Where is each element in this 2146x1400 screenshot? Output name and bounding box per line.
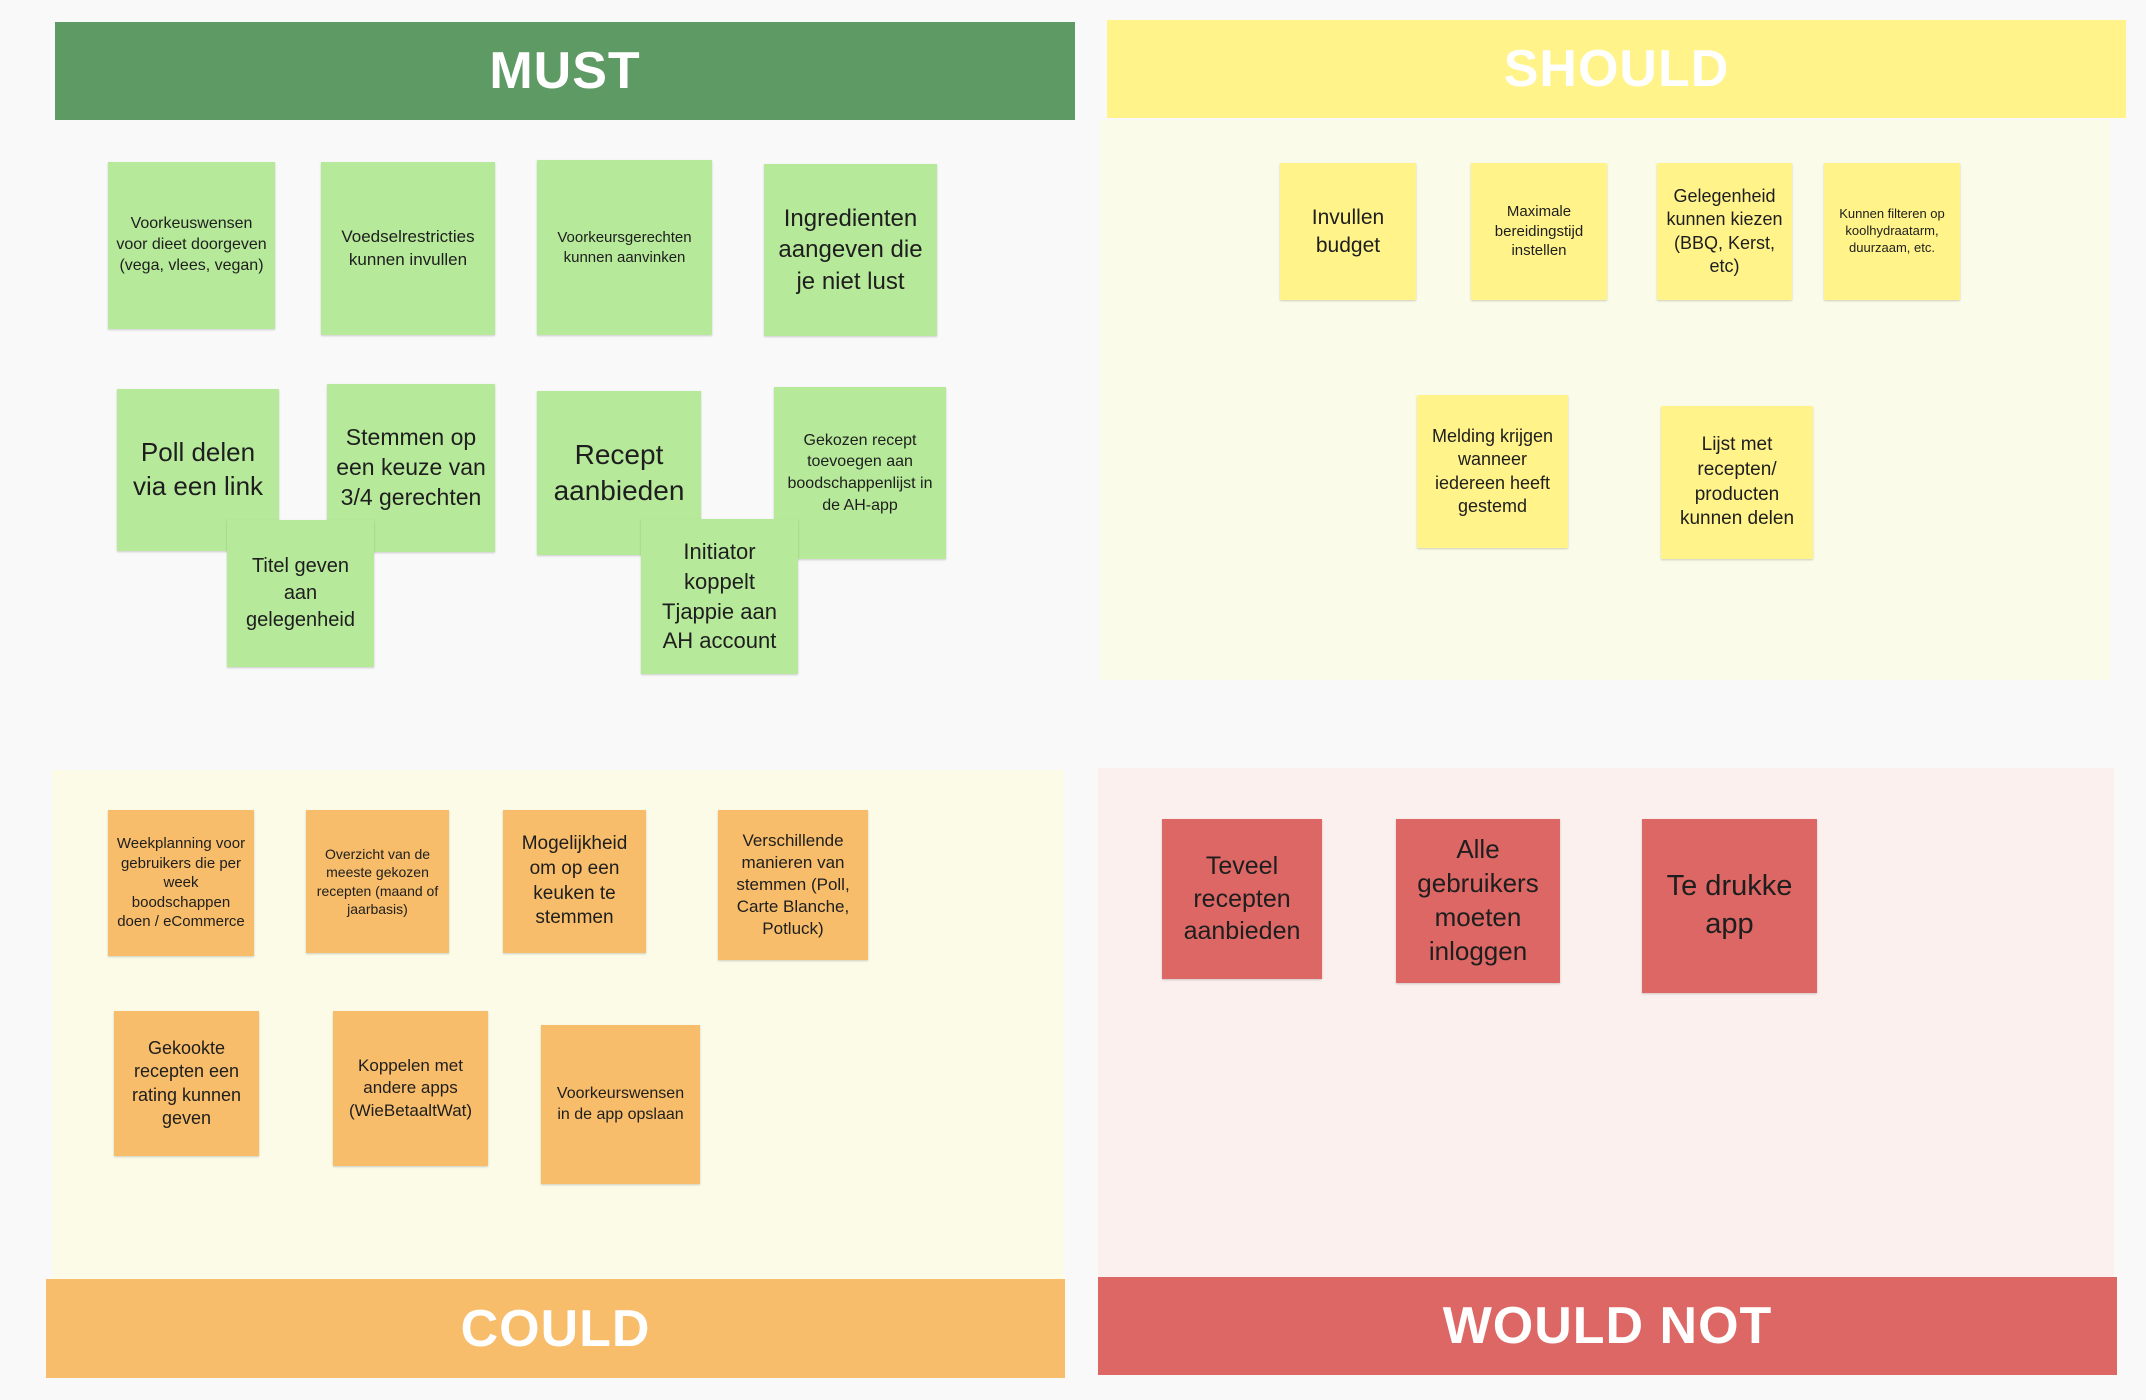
must-note[interactable]: Ingredienten aangeven die je niet lust [764,164,937,336]
note-text: Invullen budget [1311,206,1385,257]
note-text: Lijst met recepten/ producten kunnen del… [1679,434,1795,530]
note-text: Voorkeuswensen voor dieet doorgeven (veg… [116,215,267,274]
note-text: Poll delen via een link [132,437,264,501]
note-text: Kunnen filteren op koolhydraatarm, duurz… [1839,206,1945,255]
note-text: Alle gebruikers moeten inloggen [1417,834,1539,966]
could-note[interactable]: Koppelen met andere apps (WieBetaaltWat) [333,1011,488,1166]
should-note[interactable]: Melding krijgen wanneer iedereen heeft g… [1417,395,1568,548]
could-note[interactable]: Gekookte recepten een rating kunnen geve… [114,1011,259,1156]
must-note[interactable]: Voorkeuswensen voor dieet doorgeven (veg… [108,162,275,329]
would-not-note[interactable]: Alle gebruikers moeten inloggen [1396,819,1560,983]
could-header: COULD [46,1279,1065,1378]
note-text: Weekplanning voor gebruikers die per wee… [116,835,246,931]
could-note[interactable]: Verschillende manieren van stemmen (Poll… [718,810,868,960]
note-text: Gekookte recepten een rating kunnen geve… [131,1037,242,1128]
should-note[interactable]: Maximale bereidingstijd instellen [1471,163,1607,300]
note-text: Initiator koppelt Tjappie aan AH account [662,539,777,654]
note-text: Voorkeursgerechten kunnen aanvinken [557,229,692,266]
note-text: Melding krijgen wanneer iedereen heeft g… [1431,425,1554,516]
note-text: Gekozen recept toevoegen aan boodschappe… [787,431,933,514]
must-note[interactable]: Voorkeursgerechten kunnen aanvinken [537,160,712,335]
note-text: Voedselrestricties kunnen invullen [341,227,475,269]
could-note[interactable]: Voorkeurswensen in de app opslaan [541,1025,700,1184]
note-text: Mogelijkheid om op een keuken te stemmen [521,833,628,929]
must-note[interactable]: Titel geven aan gelegenheid [227,520,374,667]
should-note[interactable]: Lijst met recepten/ producten kunnen del… [1661,406,1813,559]
would-not-note[interactable]: Te drukke app [1642,819,1817,993]
note-text: Stemmen op een keuze van 3/4 gerechten [336,424,486,510]
note-text: Recept aanbieden [553,438,685,506]
could-note[interactable]: Weekplanning voor gebruikers die per wee… [108,810,254,956]
would-not-header: WOULD NOT [1098,1277,2117,1375]
could-note[interactable]: Mogelijkheid om op een keuken te stemmen [503,810,646,953]
must-note[interactable]: Initiator koppelt Tjappie aan AH account [641,519,798,674]
note-text: Gelegenheid kunnen kiezen (BBQ, Kerst, e… [1666,185,1783,276]
note-text: Maximale bereidingstijd instellen [1494,203,1584,260]
must-note[interactable]: Voedselrestricties kunnen invullen [321,162,495,335]
note-text: Voorkeurswensen in de app opslaan [556,1084,685,1123]
note-text: Overzicht van de meeste gekozen recepten… [316,846,439,917]
must-note[interactable]: Gekozen recept toevoegen aan boodschappe… [774,387,946,559]
should-note[interactable]: Gelegenheid kunnen kiezen (BBQ, Kerst, e… [1657,163,1792,300]
would-not-note[interactable]: Teveel recepten aanbieden [1162,819,1322,979]
note-text: Ingredienten aangeven die je niet lust [778,205,923,295]
should-note[interactable]: Invullen budget [1280,163,1416,300]
could-note[interactable]: Overzicht van de meeste gekozen recepten… [306,810,449,953]
note-text: Te drukke app [1666,870,1793,940]
should-note[interactable]: Kunnen filteren op koolhydraatarm, duurz… [1824,163,1960,300]
note-text: Verschillende manieren van stemmen (Poll… [736,830,850,939]
must-header: MUST [55,22,1075,120]
note-text: Teveel recepten aanbieden [1183,852,1301,946]
should-header: SHOULD [1107,20,2126,118]
note-text: Koppelen met andere apps (WieBetaaltWat) [348,1056,473,1120]
note-text: Titel geven aan gelegenheid [246,555,355,631]
